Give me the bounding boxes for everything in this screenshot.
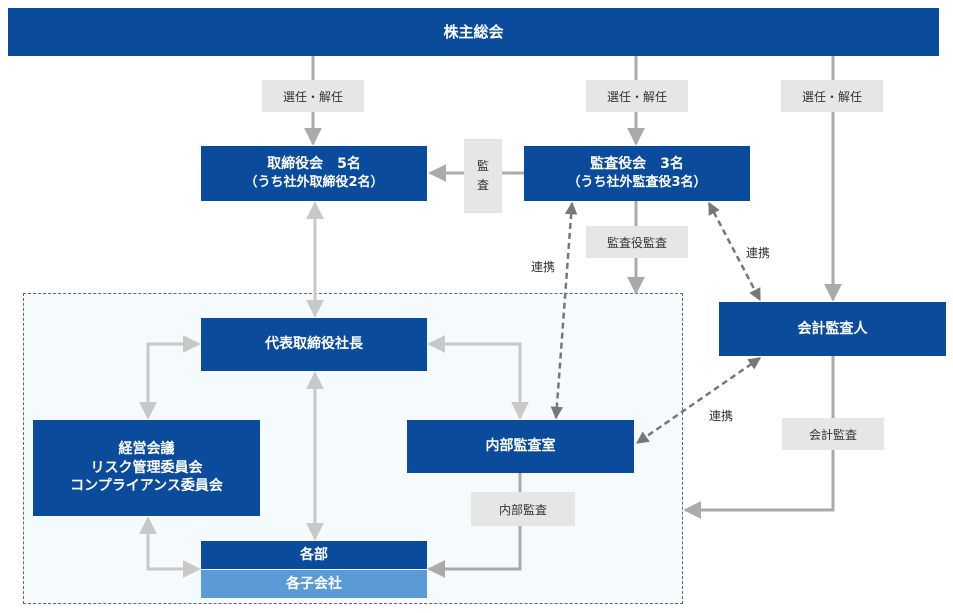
link-label-bottom: 連携: [709, 409, 734, 423]
committees-departments-arrow: [139, 516, 201, 578]
auditor-audit-label: 監査役監査: [586, 226, 688, 258]
board-subtitle: （うち社外取締役2名）: [244, 175, 384, 191]
subsidiaries-label: 各子会社: [286, 575, 342, 592]
accounting-audit-label: 会計監査: [782, 418, 884, 450]
president-box: 代表取締役社長: [201, 318, 427, 371]
committee-risk: リスク管理委員会: [90, 459, 203, 476]
elect-dismiss-label-auditors: 選任・解任: [586, 80, 688, 112]
departments-label: 各部: [300, 546, 328, 563]
audit-label-char-2: 査: [476, 178, 489, 192]
link-auditors-external: [707, 201, 762, 302]
audit-board-title: 監査役会 3名: [590, 156, 684, 173]
board-of-directors-box: 取締役会 5名 （うち社外取締役2名）: [201, 146, 427, 201]
president-label: 代表取締役社長: [265, 336, 363, 353]
internal-audit-office-label: 内部監査室: [485, 438, 556, 455]
board-title: 取締役会 5名: [267, 156, 361, 173]
subsidiaries-box: 各子会社: [201, 570, 427, 598]
accounting-audit-arrow: [683, 356, 835, 519]
elect-dismiss-label-external: 選任・解任: [781, 80, 883, 112]
departments-box: 各部: [201, 541, 427, 569]
committees-box: 経営会議 リスク管理委員会 コンプライアンス委員会: [33, 420, 260, 516]
internal-audit-office-box: 内部監査室: [407, 420, 634, 473]
elect-dismiss-label-board: 選任・解任: [262, 80, 364, 112]
shareholders-meeting-box: 株主総会: [8, 8, 939, 56]
external-auditor-label: 会計監査人: [797, 320, 868, 337]
link-label-left: 連携: [531, 260, 556, 274]
president-committees-arrow: [139, 335, 201, 420]
external-auditor-box: 会計監査人: [719, 302, 946, 356]
committee-compliance: コンプライアンス委員会: [70, 478, 223, 495]
audit-label-char-1: 監: [476, 158, 489, 173]
audit-board-box: 監査役会 3名 （うち社外監査役3名）: [524, 146, 750, 201]
link-label-right: 連携: [746, 246, 771, 260]
committee-management: 経営会議: [118, 440, 175, 457]
audit-board-subtitle: （うち社外監査役3名）: [567, 175, 707, 191]
internal-audit-label: 内部監査: [471, 492, 575, 526]
president-internal-audit-arrow: [427, 335, 529, 420]
audit-label-vertical: 監 査: [464, 139, 502, 213]
link-auditors-internal: [550, 201, 578, 420]
link-external-internal: [635, 356, 762, 445]
shareholders-meeting-label: 株主総会: [443, 22, 504, 41]
